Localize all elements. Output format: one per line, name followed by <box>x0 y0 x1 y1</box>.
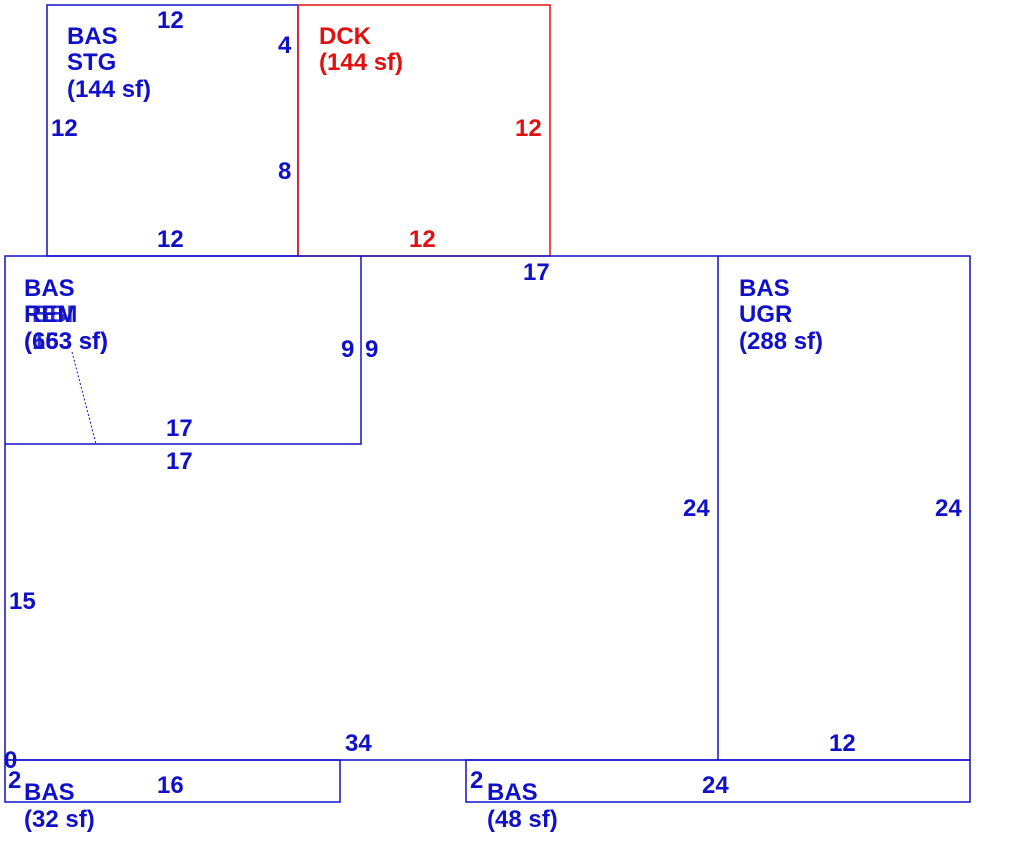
dim-rbb-right-in: 9 <box>341 336 354 363</box>
stg-sub-label: STG <box>67 49 116 76</box>
deck-area-label: (144 sf) <box>319 49 403 76</box>
ugr-area-label: (288 sf) <box>739 328 823 355</box>
dim-bottom-left-width: 16 <box>157 772 184 799</box>
rbb-area-label-a: (663 sf) <box>24 328 108 355</box>
main-body-outline <box>4 255 971 761</box>
dim-ugr-left: 24 <box>683 495 710 522</box>
dim-rbb-bottom-in: 17 <box>166 415 193 442</box>
rbb-area-label-b: (153 sf) <box>24 328 108 355</box>
dim-stg-right-lower: 8 <box>278 158 291 185</box>
bottom-right-area-outline <box>465 759 971 803</box>
dim-corner-zero: 0 <box>4 747 17 774</box>
deck-code-label: DCK <box>319 23 372 50</box>
dim-stg-right-upper: 4 <box>278 32 292 59</box>
bottom-right-code-label: BAS <box>487 779 538 806</box>
dim-bottom-right-side: 2 <box>470 767 483 794</box>
dim-stg-bottom: 12 <box>157 226 184 253</box>
dim-bottom-right-width: 24 <box>702 772 729 799</box>
rbb-sub-label-b: BBI <box>32 301 73 328</box>
bottom-right-area-label: (48 sf) <box>487 806 558 833</box>
dim-deck-right: 12 <box>515 115 542 142</box>
rbb-sub-label-a: REM <box>24 301 77 328</box>
ugr-sub-label: UGR <box>739 301 792 328</box>
stg-code-label: BAS <box>67 23 118 50</box>
rbb-inner-lines <box>5 256 362 445</box>
dim-stg-top: 12 <box>157 7 184 34</box>
bottom-left-code-label: BAS <box>24 779 75 806</box>
stg-area-label: (144 sf) <box>67 76 151 103</box>
dim-deck-bottom: 12 <box>409 226 436 253</box>
bottom-left-area-label: (32 sf) <box>24 806 95 833</box>
dim-rbb-right-out: 9 <box>365 336 378 363</box>
rbb-leader-line <box>71 351 97 445</box>
dim-main-top: 17 <box>523 259 550 286</box>
dim-bottom-left-side: 2 <box>8 767 21 794</box>
rbb-code-label: BAS <box>24 275 75 302</box>
dim-stg-left: 12 <box>51 115 78 142</box>
dim-left-side: 15 <box>9 588 36 615</box>
dim-rbb-bottom-out: 17 <box>166 448 193 475</box>
dim-ugr-right: 24 <box>935 495 962 522</box>
ugr-code-label: BAS <box>739 275 790 302</box>
dim-main-bottom: 34 <box>345 730 372 757</box>
bottom-left-area-outline <box>4 759 341 803</box>
dim-ugr-bottom: 12 <box>829 730 856 757</box>
